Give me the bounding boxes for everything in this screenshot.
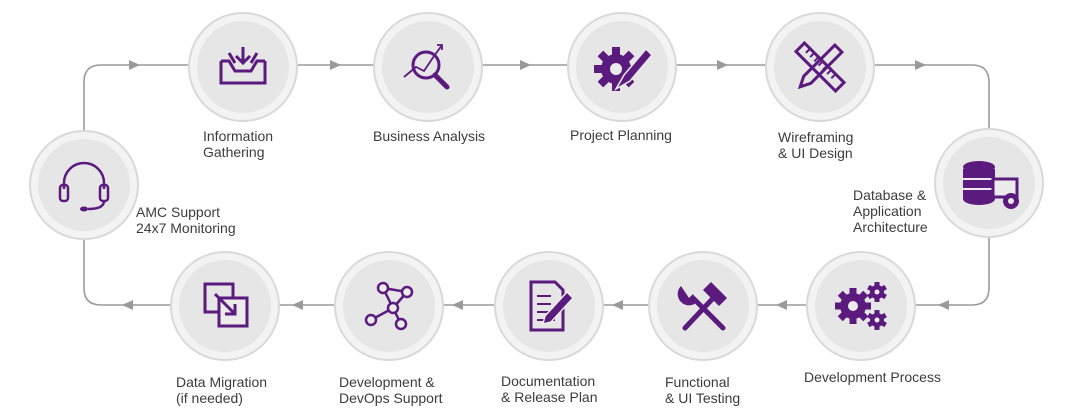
circle-database-architecture xyxy=(934,128,1044,238)
hammer-wrench-icon xyxy=(677,282,727,331)
connector-lines xyxy=(83,60,990,310)
arrowhead-a5 xyxy=(915,60,926,70)
arrowhead-b5 xyxy=(292,300,303,310)
gear-pencil-icon xyxy=(594,47,654,92)
circle-inner xyxy=(774,21,866,113)
document-pencil-icon xyxy=(529,280,575,332)
magnifier-chart-icon xyxy=(403,44,450,90)
arrowhead-a1 xyxy=(129,60,140,70)
circle-business-analysis xyxy=(373,12,483,122)
step-circles xyxy=(29,12,1044,361)
arrowhead-a3 xyxy=(520,60,531,70)
circle-devops xyxy=(334,251,444,361)
ruler-pencil-icon xyxy=(793,40,847,94)
circle-wireframing xyxy=(765,12,875,122)
circle-inner xyxy=(382,21,474,113)
step-label-amc-support: AMC Support 24x7 Monitoring xyxy=(136,204,236,236)
step-label-business-analysis: Business Analysis xyxy=(373,128,486,144)
arrowhead-b4 xyxy=(452,300,463,310)
migration-icon xyxy=(203,282,249,328)
step-label-data-migration: Data Migration (if needed) xyxy=(176,374,268,406)
arrowhead-b2 xyxy=(776,300,787,310)
step-label-devops: Development & DevOps Support xyxy=(339,374,443,406)
circle-development-process xyxy=(806,251,916,361)
headset-icon xyxy=(58,161,110,212)
nodes-icon xyxy=(364,281,414,331)
arrowhead-a4 xyxy=(717,60,728,70)
step-label-wireframing: Wireframing & UI Design xyxy=(778,129,854,161)
circle-inner xyxy=(38,139,130,231)
circle-information-gathering xyxy=(188,12,298,122)
circle-inner xyxy=(197,21,289,113)
arrowhead-b3 xyxy=(612,300,623,310)
gears-icon xyxy=(835,282,887,330)
circle-inner xyxy=(503,260,595,352)
arrowhead-a2 xyxy=(330,60,341,70)
step-label-development-process: Development Process xyxy=(804,369,941,385)
circle-amc-support xyxy=(29,130,139,240)
step-label-documentation: Documentation & Release Plan xyxy=(501,373,598,405)
step-label-information-gathering: Information Gathering xyxy=(203,128,274,160)
circle-data-migration xyxy=(170,251,280,361)
download-tray-icon xyxy=(219,47,267,85)
database-monitor-icon xyxy=(963,161,1019,209)
arrowhead-b1 xyxy=(938,300,949,310)
step-label-database-architecture: Database & Application Architecture xyxy=(853,187,928,235)
circle-testing xyxy=(648,251,758,361)
arrowhead-b6 xyxy=(122,300,133,310)
circle-documentation xyxy=(494,251,604,361)
step-label-testing: Functional & UI Testing xyxy=(665,374,741,406)
circle-project-planning xyxy=(567,12,677,122)
step-label-project-planning: Project Planning xyxy=(570,127,672,143)
